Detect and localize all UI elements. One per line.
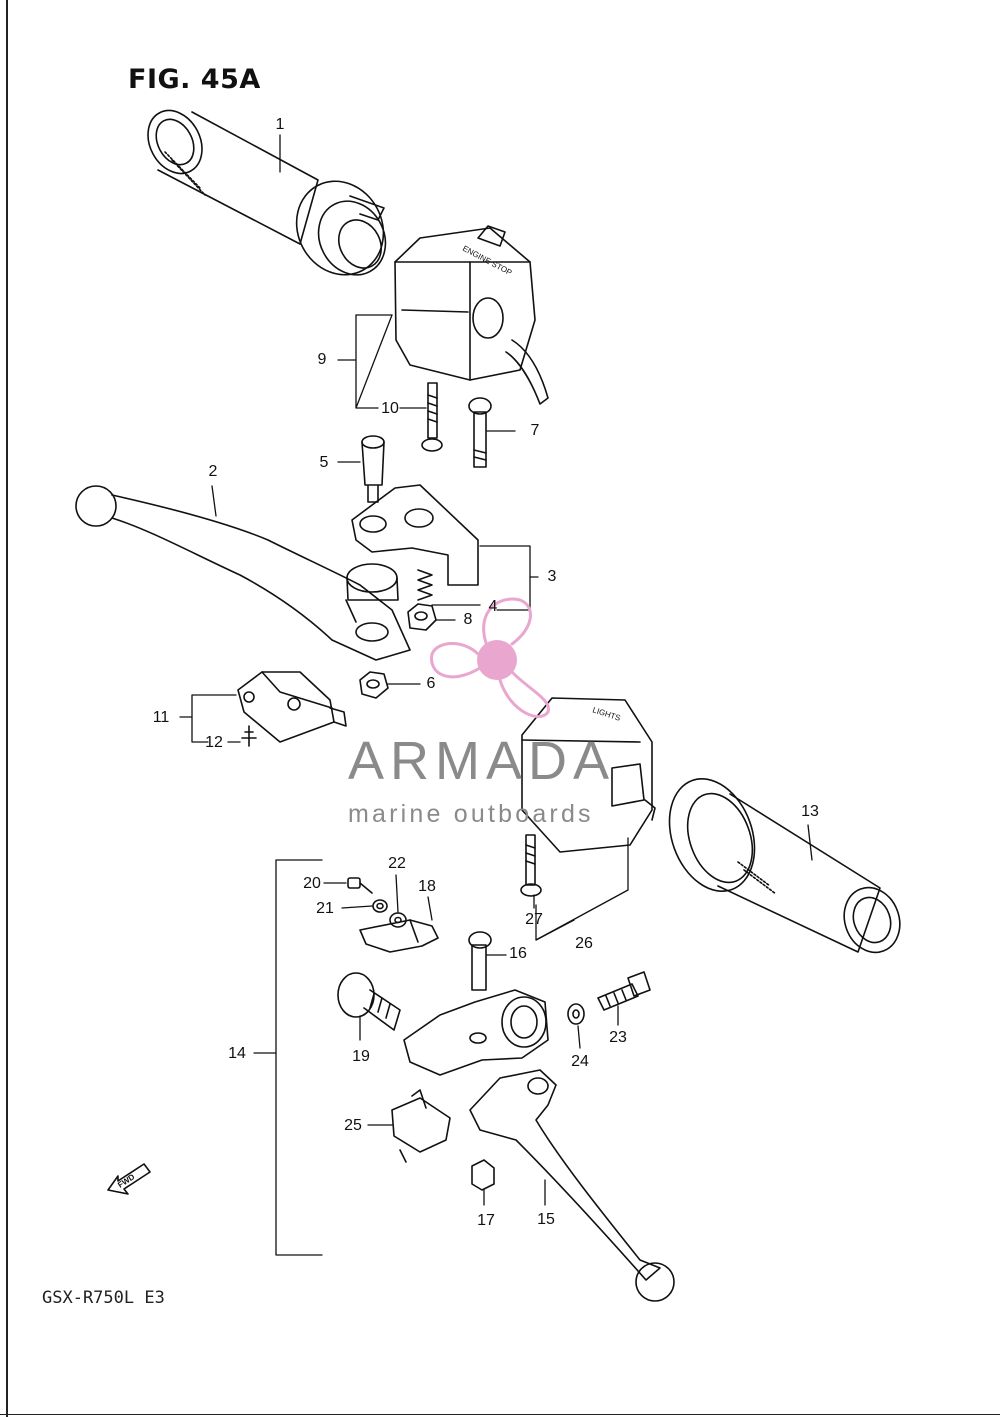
callout-16: 16 (509, 945, 527, 962)
clutch-lever-holder (403, 989, 549, 1076)
callout-14: 14 (228, 1045, 246, 1062)
leader-lines (179, 134, 813, 1256)
brake-lever (75, 485, 411, 661)
figure-title: FIG. 45A (128, 64, 261, 95)
forward-arrow-icon: FWD (107, 1163, 151, 1195)
callout-3: 3 (547, 568, 557, 585)
callout-24: 24 (571, 1053, 589, 1070)
callout-12: 12 (205, 734, 223, 751)
callout-13: 13 (801, 803, 819, 820)
callout-23: 23 (609, 1029, 627, 1046)
callout-15: 15 (537, 1211, 555, 1228)
watermark-tagline: marine outboards (348, 800, 594, 828)
callout-2: 2 (208, 463, 218, 480)
callout-26: 26 (575, 935, 593, 952)
callout-27: 27 (525, 911, 543, 928)
pivot-bolt (361, 435, 385, 503)
armada-logo-icon (430, 597, 550, 718)
front-brake-switch (237, 671, 347, 747)
watermark-brand-name: ARMADA (348, 731, 616, 791)
callout-25: 25 (344, 1117, 362, 1134)
callout-4: 4 (488, 598, 498, 615)
callout-19: 19 (352, 1048, 370, 1065)
throttle-grip (147, 109, 387, 276)
callout-22: 22 (388, 855, 406, 872)
callout-11: 11 (152, 709, 170, 726)
screw-27 (520, 834, 542, 897)
clutch-small-hardware (347, 877, 439, 953)
callout-6: 6 (426, 675, 436, 692)
lever-bracket (351, 484, 479, 586)
callout-7: 7 (530, 422, 540, 439)
callout-1: 1 (275, 116, 285, 133)
callout-10: 10 (381, 400, 399, 417)
callout-8: 8 (463, 611, 473, 628)
callout-17: 17 (477, 1212, 495, 1229)
callout-21: 21 (316, 900, 334, 917)
callout-18: 18 (418, 878, 436, 895)
clutch-switch-and-nut (391, 1089, 495, 1191)
clutch-adjuster-and-bolt (337, 931, 492, 1031)
screws-10-7 (421, 382, 492, 468)
engine-stop-label: ENGINE STOP (461, 244, 513, 278)
callout-9: 9 (317, 351, 327, 368)
callout-20: 20 (303, 875, 321, 892)
clutch-lever (469, 1069, 675, 1302)
bolt-23-washer-24 (567, 971, 651, 1025)
callout-5: 5 (319, 454, 329, 471)
lights-label: LIGHTS (591, 705, 621, 722)
left-grip (668, 778, 901, 954)
model-code: GSX-R750L E3 (42, 1288, 165, 1308)
right-switch-housing: ENGINE STOP (394, 225, 549, 405)
